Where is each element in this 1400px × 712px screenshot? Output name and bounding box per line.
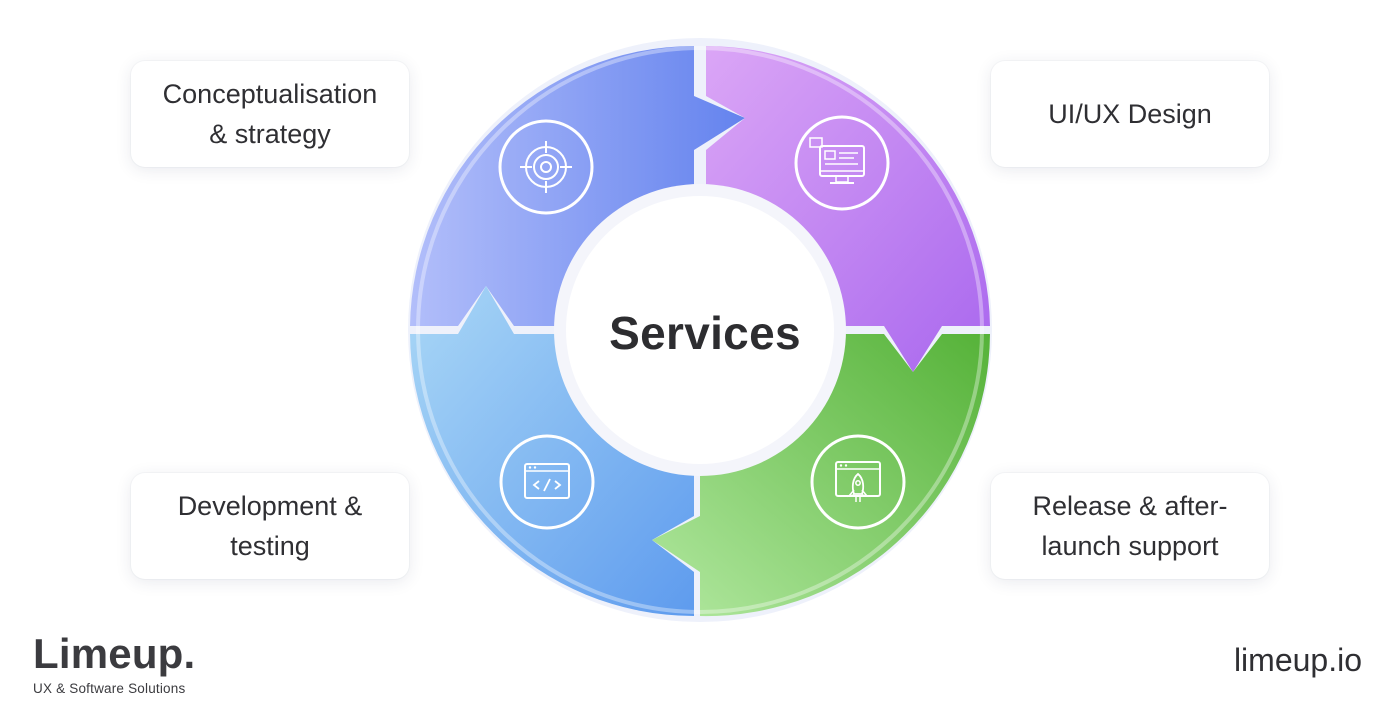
card-label: Release & after- launch support [1032, 486, 1227, 566]
ring-gloss [416, 46, 984, 614]
center-title: Services [609, 307, 801, 359]
card-label-line: Conceptualisation [162, 79, 378, 109]
card-release-support: Release & after- launch support [991, 473, 1269, 579]
card-uiux-design: UI/UX Design [991, 61, 1269, 167]
site-url: limeup.io [1233, 642, 1362, 678]
card-label: UI/UX Design [1048, 94, 1212, 134]
card-label: Conceptualisation & strategy [163, 74, 378, 154]
card-label-line: Development & [177, 491, 363, 521]
target-icon [498, 119, 594, 215]
segment-development-testing [410, 286, 694, 616]
rocket-browser-icon [810, 434, 906, 530]
card-label-line: launch support [1041, 531, 1219, 561]
segment-conceptualisation [410, 46, 745, 326]
card-label: Development & testing [178, 486, 363, 566]
card-label-line: Release & after- [1032, 491, 1228, 521]
code-window-icon [499, 434, 595, 530]
brand-logo: Limeup. UX & Software Solutions [33, 630, 195, 696]
center-disc [566, 196, 834, 464]
logo-tagline: UX & Software Solutions [33, 681, 186, 696]
card-development-testing: Development & testing [131, 473, 409, 579]
card-label-line: UI/UX Design [1048, 99, 1212, 129]
segment-release-support [652, 334, 990, 617]
card-conceptualisation-strategy: Conceptualisation & strategy [131, 61, 409, 167]
card-label-line: testing [230, 531, 310, 561]
logo-wordmark: Limeup. [33, 630, 196, 677]
card-label-line: & strategy [209, 119, 331, 149]
monitor-design-icon [794, 115, 890, 211]
